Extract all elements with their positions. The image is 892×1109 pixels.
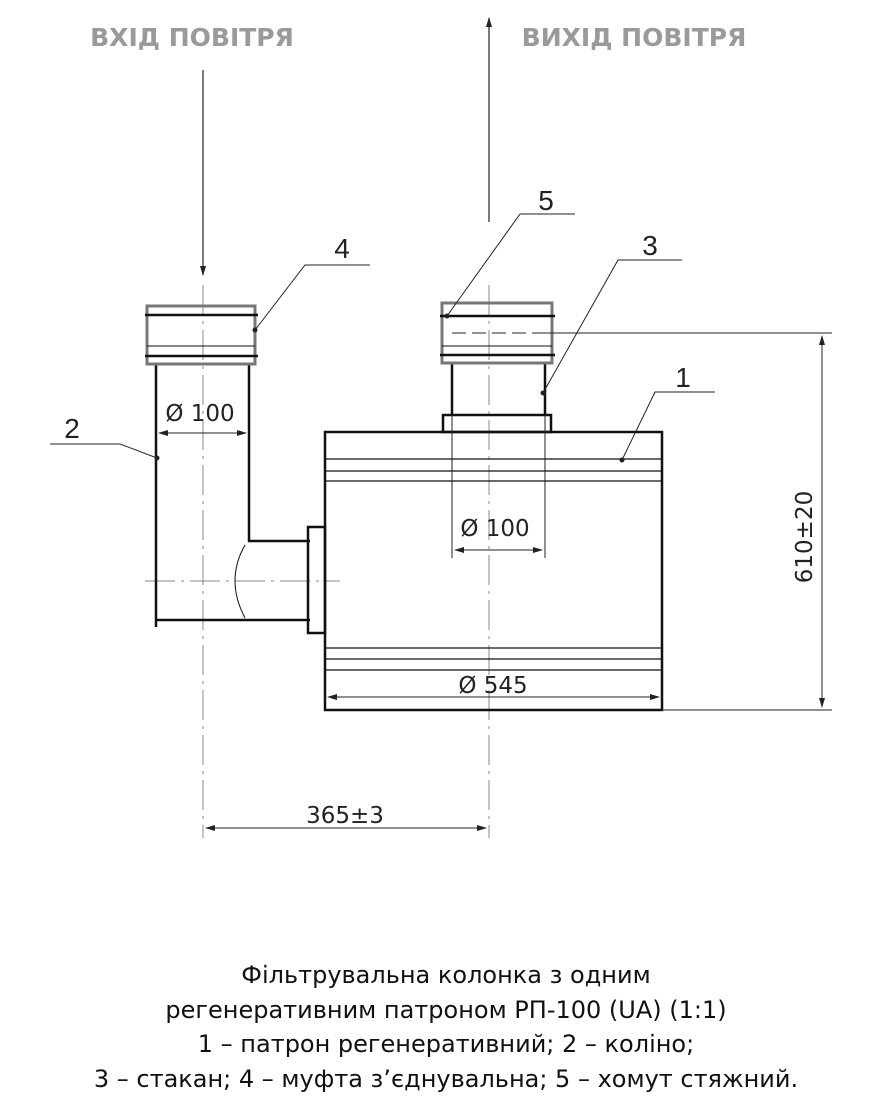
outlet-header: ВИХІД ПОВІТРЯ bbox=[522, 23, 747, 52]
caption-line: 1 – патрон регенеративний; 2 – коліно; bbox=[197, 1030, 695, 1058]
spacing-label: 365±3 bbox=[306, 803, 384, 829]
cartridge-part-1 bbox=[323, 430, 664, 712]
callout-1: 1 bbox=[675, 362, 691, 393]
cup-part-3 bbox=[441, 363, 553, 434]
body-diameter-label: Ø 545 bbox=[458, 673, 527, 699]
inlet-diameter-label: Ø 100 bbox=[165, 401, 234, 427]
caption-line: Фільтрувальна колонка з одним bbox=[241, 961, 651, 989]
inlet-header: ВХІД ПОВІТРЯ bbox=[90, 23, 294, 52]
callout-5: 5 bbox=[538, 185, 554, 216]
centerlines bbox=[145, 285, 490, 838]
callout-4: 4 bbox=[334, 233, 350, 264]
outlet-diameter-label: Ø 100 bbox=[460, 516, 529, 542]
caption-line: регенеративним патроном РП-100 (UA) (1:1… bbox=[165, 995, 727, 1024]
callout-3: 3 bbox=[642, 230, 658, 261]
caption-line: 3 – стакан; 4 – муфта з’єднувальна; 5 – … bbox=[93, 1064, 799, 1093]
coupling-part-4 bbox=[145, 304, 258, 366]
flange bbox=[306, 525, 327, 635]
height-label: 610±20 bbox=[792, 491, 818, 583]
callout-2: 2 bbox=[64, 413, 80, 444]
figure-caption: Фільтрувальна колонка з одним регенерати… bbox=[0, 958, 892, 1096]
elbow-part-2 bbox=[154, 365, 310, 627]
